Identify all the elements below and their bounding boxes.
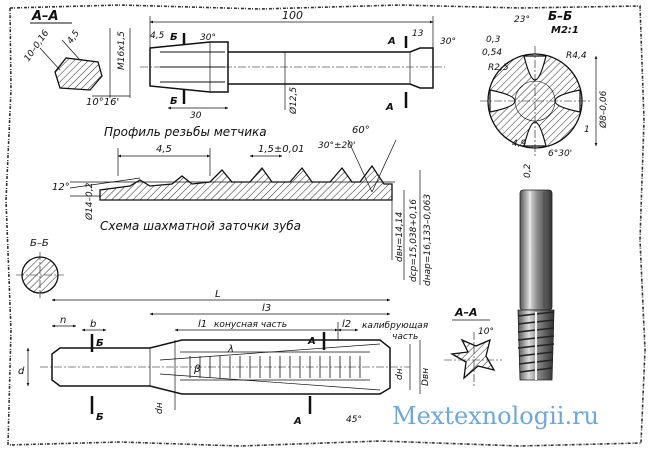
dim-dia-8: Ø8–0,06 [598,90,609,129]
dim-30deg-tol: 30°±20' [318,141,355,151]
dim-1: 1 [584,125,590,135]
d-inner: dвн=14,14 [395,212,405,262]
dim-flat: 4,5 [66,28,83,46]
watermark-text: Mextexnologii.ru [392,402,599,430]
section-mark-a-lower: А [293,416,302,427]
section-aa-bottom: А–А 10° [444,306,502,388]
section-mark-b-top: Б [170,32,178,43]
tap-photo [517,189,555,381]
symbol-lambda: λ [227,344,234,355]
dim-l1: l1 [198,319,207,330]
dim-0-54: 0,54 [482,48,502,58]
dim-r2-5: R2,5 [488,63,509,73]
dim-4-5: 4,5 [150,31,165,41]
symbol-beta: β [193,364,201,375]
dim-13: 13 [412,29,424,39]
dim-L: L [215,289,221,300]
section-aa-top-title: A–A [31,9,59,24]
dim-45deg: 45° [346,415,362,425]
dim-l2: l2 [342,319,351,330]
dim-n: n [60,315,66,326]
section-mark-a-upper: А [307,336,316,347]
section-mark-b-bottom: Б [170,96,178,107]
dim-12deg: 12° [52,182,70,193]
dim-30deg-left: 30° [200,33,216,43]
label-cone-part: конусная часть [214,320,287,330]
dim-60deg: 60° [352,125,370,136]
label-part: часть [392,332,418,342]
thread-teeth [99,164,393,201]
dim-pitch: 1,5±0,01 [258,144,305,155]
dim-30deg-right: 30° [440,37,456,47]
dim-angle: 10°16' [86,97,119,108]
dim-dia-12-5: Ø12,5 [288,87,299,115]
dim-dn-left: dн [155,402,165,414]
section-bb-small-title: Б–Б [30,238,49,249]
dim-r4-4: R4,4 [566,51,587,61]
dim-Dvn: Dвн [421,368,431,386]
section-mark-b-lower: Б [96,412,104,423]
dim-length-100: 100 [282,9,303,22]
dim-4-5-profile: 4,5 [156,144,172,155]
label-calibrating: калибрующая [362,321,429,331]
dim-width: 10–0,16 [23,28,52,63]
four-flute-section [449,338,496,380]
tap-body-outline [51,339,391,395]
chamfer-scheme-caption: Схема шахматной заточки зуба [100,219,301,233]
d-mean: dср=15,038+0,16 [409,199,419,282]
thread-profile: Профиль резьбы метчика 4,5 1,5±0,01 60° … [52,125,433,286]
dim-l3: l3 [262,303,271,314]
section-mark-a-top: А [387,36,396,47]
dim-thread: M16x1,5 [117,31,127,70]
section-aa-bottom-title: А–А [454,306,478,319]
dim-dia-14: Ø14–0,2 [84,182,95,221]
d-outer: dнар=16,133–0,063 [423,194,433,286]
dim-23deg: 23° [514,15,530,25]
section-bb-small: Б–Б [16,238,64,298]
tap-schematic: L l3 n b l1 конусная часть l2 калибрующа… [18,289,431,427]
dim-4-9: 4,9 [512,139,527,149]
rough-border [5,4,646,447]
section-bb: Б–Б М2:1 23° 0,3 0,54 R4,4 R2,5 Ø8–0,06 … [480,9,609,178]
section-mark-a-bottom: А [385,102,394,113]
tap-side-view: 100 4,5 30° 30 13 30° Ø12,5 Б Б А А [140,9,456,121]
section-aa-top: A–A 10–0,16 4,5 10°16' M16x1,5 [23,9,131,108]
dim-b: b [90,319,96,330]
dim-dn-right: dн [395,368,405,380]
tap-cross-section-aa [54,57,103,91]
dim-30: 30 [190,111,202,121]
section-bb-title: Б–Б [548,9,572,23]
dim-0-3: 0,3 [486,35,501,45]
dim-0-2: 0,2 [523,163,533,178]
section-bb-scale: М2:1 [551,25,579,36]
dim-d: d [18,366,25,377]
dim-10deg: 10° [478,327,494,337]
dim-6deg30: 6°30' [548,149,572,159]
section-mark-b-upper: Б [96,338,104,349]
thread-profile-caption: Профиль резьбы метчика [104,125,267,139]
